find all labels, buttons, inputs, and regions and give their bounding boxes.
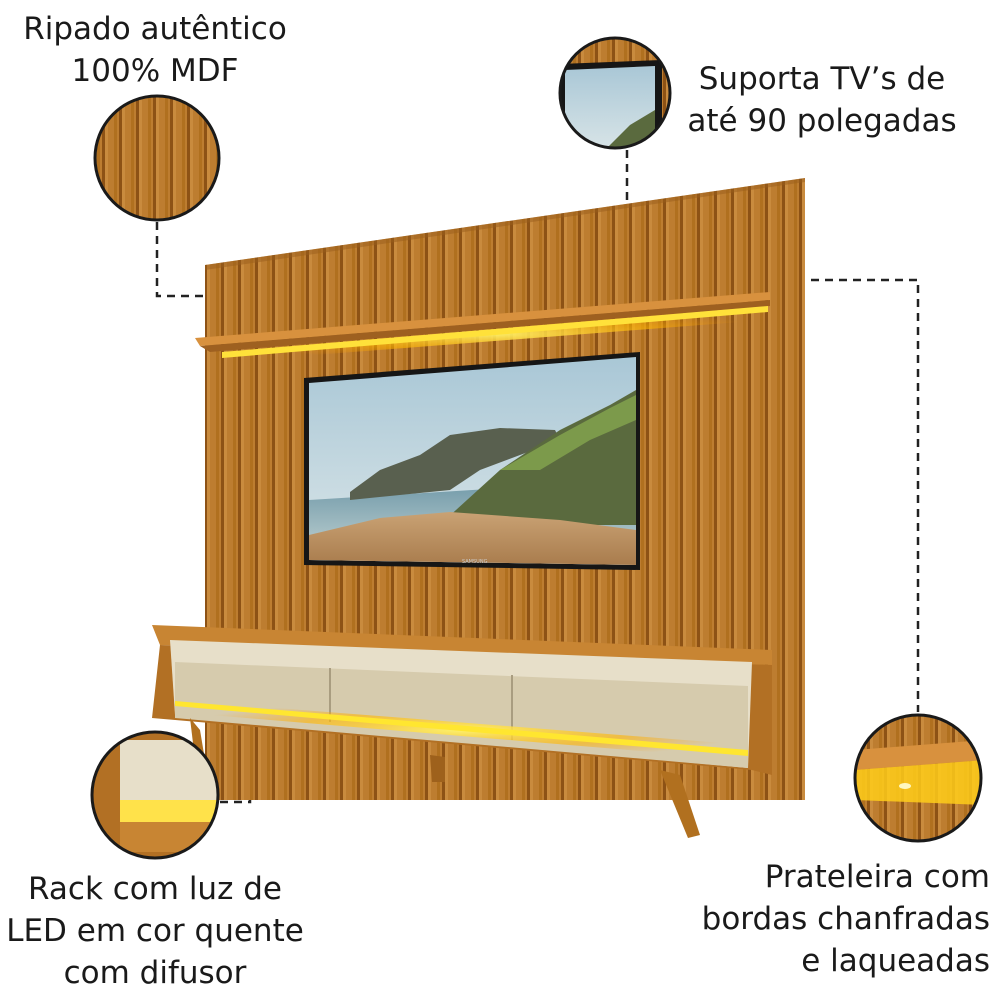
callout-circle-slats xyxy=(93,94,221,222)
tv: SAMSUNG xyxy=(304,352,640,570)
caption-tv-support-line-2: até 90 polegadas xyxy=(687,103,957,139)
caption-slats-line-1: Ripado autêntico xyxy=(23,11,287,47)
caption-tv-support: Suporta TV’s de até 90 polegadas xyxy=(672,58,972,142)
caption-led-rack: Rack com luz de LED em cor quente com di… xyxy=(0,868,310,994)
callout-circle-shelf xyxy=(853,713,983,843)
tv-brand-logo: SAMSUNG xyxy=(462,559,488,565)
caption-led-rack-line-3: com difusor xyxy=(63,955,247,991)
caption-shelf-line-2: bordas chanfradas xyxy=(701,901,990,937)
led-shelf xyxy=(195,292,770,362)
caption-slats-line-2: 100% MDF xyxy=(71,53,239,89)
caption-tv-support-line-1: Suporta TV’s de xyxy=(698,61,946,97)
callout-circle-led-rack xyxy=(90,730,220,860)
caption-shelf: Prateleira com bordas chanfradas e laque… xyxy=(700,856,990,982)
caption-shelf-line-3: e laqueadas xyxy=(801,943,990,979)
caption-shelf-line-1: Prateleira com xyxy=(764,859,990,895)
caption-led-rack-line-1: Rack com luz de xyxy=(28,871,282,907)
leader-line-shelf xyxy=(755,278,920,712)
callout-circle-tv-support xyxy=(558,36,672,150)
caption-slats: Ripado autêntico 100% MDF xyxy=(0,8,310,92)
caption-led-rack-line-2: LED em cor quente xyxy=(6,913,304,949)
tv-rack xyxy=(152,625,772,838)
